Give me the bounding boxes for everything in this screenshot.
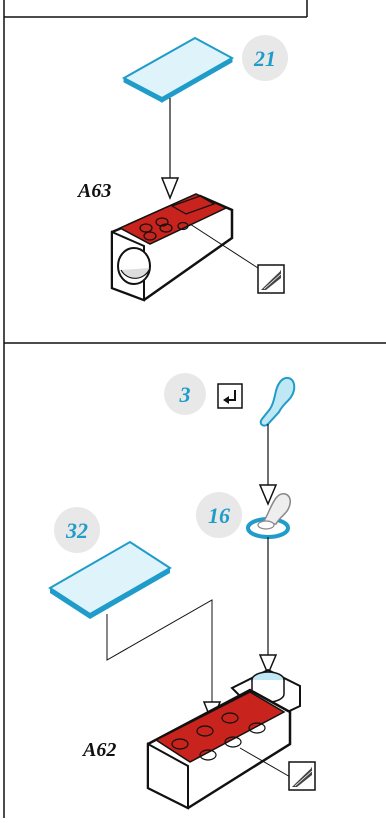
step-badge-3: 3 <box>164 373 206 415</box>
step-badge-21: 21 <box>242 35 288 81</box>
large-tile-piece <box>50 542 170 619</box>
part-label: A62 <box>81 739 116 761</box>
grip-texture-icon <box>289 762 315 790</box>
lever-on-round-plate <box>248 494 290 674</box>
step-number: 3 <box>179 382 191 407</box>
assembly-arrow <box>162 98 178 198</box>
brick-assembly <box>148 670 300 808</box>
step-number: 21 <box>253 46 276 71</box>
step-number: 16 <box>208 503 230 528</box>
panel-bottom: 3 16 32 <box>50 373 315 808</box>
step-badge-16: 16 <box>196 492 242 538</box>
flat-tile-piece <box>124 38 232 102</box>
brick-assembly <box>112 194 258 300</box>
panel-top: 21 A63 <box>76 35 288 300</box>
step-number: 32 <box>65 518 88 543</box>
lever-piece-blue <box>260 378 294 504</box>
part-label: A63 <box>76 180 111 202</box>
guide-path <box>107 600 220 722</box>
grip-texture-icon <box>258 265 284 293</box>
step-badge-32: 32 <box>54 507 100 553</box>
return-arrow-icon <box>218 384 242 408</box>
